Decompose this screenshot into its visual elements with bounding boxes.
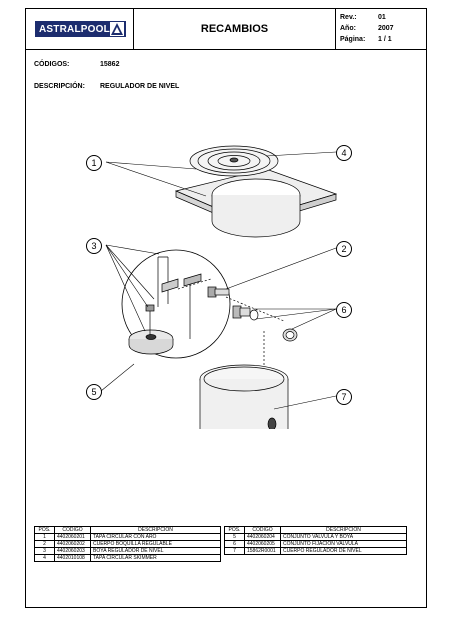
document-title: RECAMBIOS [200, 23, 269, 35]
callout-3: 3 [86, 238, 102, 254]
parts-table-left: POS. CÓDIGO DESCRIPCIÓN 1 4402060201 TAP… [34, 526, 221, 562]
pos-header: POS. [34, 526, 55, 534]
table-header-row: POS. CÓDIGO DESCRIPCIÓN [224, 526, 407, 534]
code-cell: 4402010108 [54, 554, 91, 562]
parts-table-right: POS. CÓDIGO DESCRIPCIÓN 5 4402060204 CON… [224, 526, 407, 555]
codes-line: CÓDIGOS: 15862 [34, 61, 119, 68]
title-cell: RECAMBIOS [134, 9, 336, 49]
leader-lines [100, 151, 337, 410]
revision-row: Rev.: 01 [340, 14, 386, 21]
description-header: DESCRIPCIÓN [280, 526, 407, 534]
table-row: 2 4402060202 CUERPO BOQUILLA REGULABLE [34, 540, 221, 548]
circular-skimmer-lid [189, 145, 279, 177]
codes-value: 15862 [100, 61, 120, 68]
revision-value: 01 [378, 14, 386, 21]
year-label: Año: [340, 25, 356, 32]
code-cell: 15862R0001 [244, 547, 281, 555]
pos-cell: 1 [34, 533, 55, 541]
brand-mark-icon [110, 22, 124, 36]
exploded-drawing: 1 2 3 4 5 6 7 [26, 129, 428, 469]
pos-header: POS. [224, 526, 245, 534]
codes-label: CÓDIGOS: [34, 61, 70, 68]
brand-name: ASTRALPOOL [39, 23, 110, 35]
callout-6: 6 [336, 302, 352, 318]
revision-label: Rev.: [340, 14, 357, 21]
pos-cell: 7 [224, 547, 245, 555]
description-label: DESCRIPCIÓN: [34, 83, 85, 90]
sheet-header: ASTRALPOOL RECAMBIOS Rev.: 01 Año: 2007 [26, 9, 426, 50]
description-cell: BOYA REGULADOR DE NIVEL [90, 547, 221, 555]
description-cell: CUERPO BOQUILLA REGULABLE [90, 540, 221, 548]
description-cell: CONJUNTO VALVULA Y BOYA [280, 533, 407, 541]
float-assembly [128, 256, 202, 355]
table-row: 6 4402060205 CONJUNTO FIJACION VALVULA [224, 540, 407, 548]
code-header: CÓDIGO [54, 526, 91, 534]
page-row: Página: 1 / 1 [340, 36, 392, 43]
description-cell: CONJUNTO FIJACION VALVULA [280, 540, 407, 548]
description-line: DESCRIPCIÓN: REGULADOR DE NIVEL [34, 83, 179, 90]
table-row: 4 4402010108 TAPA CIRCULAR SKIMMER [34, 554, 221, 562]
page-value: 1 / 1 [378, 36, 392, 43]
callout-1: 1 [86, 155, 102, 171]
parts-sheet: ASTRALPOOL RECAMBIOS Rev.: 01 Año: 2007 [25, 8, 427, 608]
pos-cell: 2 [34, 540, 55, 548]
revision-block: Rev.: 01 Año: 2007 Página: 1 / 1 [336, 9, 428, 49]
level-regulator-body [199, 331, 289, 469]
pos-cell: 4 [34, 554, 55, 562]
callout-7: 7 [336, 389, 352, 405]
exploded-view-illustration [100, 145, 338, 469]
description-value: REGULADOR DE NIVEL [100, 83, 180, 90]
valve-fixing-set [225, 296, 298, 342]
description-header: DESCRIPCIÓN [90, 526, 221, 534]
pos-cell: 5 [224, 533, 245, 541]
logo-cell: ASTRALPOOL [26, 9, 134, 49]
year-value: 2007 [378, 25, 394, 32]
pos-cell: 6 [224, 540, 245, 548]
description-cell: TAPA CIRCULAR CON ARO [90, 533, 221, 541]
table-row: 7 15862R0001 CUERPO REGULADOR DE NIVEL [224, 547, 407, 555]
year-row: Año: 2007 [340, 25, 394, 32]
description-cell: TAPA CIRCULAR SKIMMER [90, 554, 221, 562]
description-cell: CUERPO REGULADOR DE NIVEL [280, 547, 407, 555]
code-cell: 4402060201 [54, 533, 91, 541]
callout-5: 5 [86, 384, 102, 400]
pos-cell: 3 [34, 547, 55, 555]
code-header: CÓDIGO [244, 526, 281, 534]
callout-2: 2 [336, 241, 352, 257]
table-row: 5 4402060204 CONJUNTO VALVULA Y BOYA [224, 533, 407, 541]
circular-cover-with-ring [174, 168, 338, 238]
code-cell: 4402060204 [244, 533, 281, 541]
adjustable-nozzle-body [177, 278, 230, 298]
code-cell: 4402060202 [54, 540, 91, 548]
brand-logo: ASTRALPOOL [35, 21, 126, 37]
code-cell: 4402060203 [54, 547, 91, 555]
table-row: 3 4402060203 BOYA REGULADOR DE NIVEL [34, 547, 221, 555]
page-label: Página: [340, 36, 366, 43]
table-header-row: POS. CÓDIGO DESCRIPCIÓN [34, 526, 221, 534]
table-row: 1 4402060201 TAPA CIRCULAR CON ARO [34, 533, 221, 541]
code-cell: 4402060205 [244, 540, 281, 548]
callout-4: 4 [336, 145, 352, 161]
